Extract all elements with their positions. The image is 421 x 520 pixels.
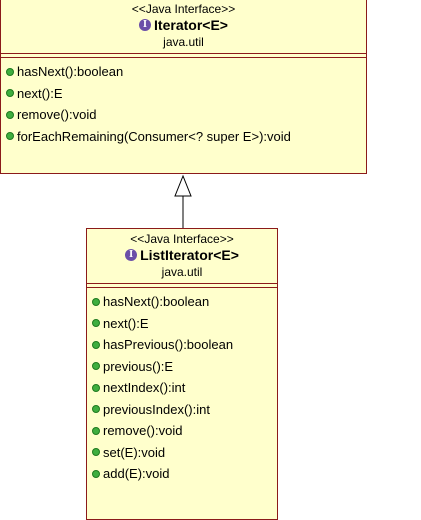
operation-item[interactable]: previousIndex():int xyxy=(92,399,277,421)
operation-label: next():E xyxy=(103,315,149,331)
public-operation-icon xyxy=(92,319,100,328)
operation-item[interactable]: hasPrevious():boolean xyxy=(92,334,277,356)
iterator-package: java.util xyxy=(163,35,204,49)
list-iterator-stereotype: <<Java Interface>> xyxy=(130,232,234,246)
public-operation-icon xyxy=(6,132,14,141)
list-iterator-operations: hasNext():boolean next():E hasPrevious()… xyxy=(87,288,277,485)
iterator-interface-box[interactable]: <<Java Interface>> I Iterator<E> java.ut… xyxy=(0,0,367,174)
operation-label: hasNext():boolean xyxy=(103,294,210,309)
operation-label: set(E):void xyxy=(103,444,166,460)
operation-label: remove():void xyxy=(17,107,97,122)
operation-item[interactable]: hasNext():boolean xyxy=(6,61,366,83)
public-operation-icon xyxy=(92,469,100,478)
operation-label: previous():E xyxy=(103,358,174,374)
iterator-name: Iterator<E> xyxy=(154,17,228,33)
interface-icon: I xyxy=(125,249,138,261)
public-operation-icon xyxy=(92,383,100,392)
iterator-stereotype: <<Java Interface>> xyxy=(131,2,236,16)
public-operation-icon xyxy=(6,110,14,119)
operation-label: nextIndex():int xyxy=(103,380,186,395)
operation-item[interactable]: next():E xyxy=(6,83,366,105)
public-operation-icon xyxy=(92,448,100,457)
list-iterator-package: java.util xyxy=(161,265,203,279)
interface-icon: I xyxy=(139,19,152,31)
list-iterator-attributes-compartment xyxy=(87,283,277,288)
public-operation-icon xyxy=(6,89,14,98)
public-operation-icon xyxy=(92,426,100,435)
public-operation-icon xyxy=(92,405,100,414)
operation-label: hasNext():boolean xyxy=(17,64,124,79)
generalization-arrowhead xyxy=(174,174,192,197)
iterator-attributes-compartment xyxy=(1,53,366,58)
operation-item[interactable]: remove():void xyxy=(92,420,277,442)
public-operation-icon xyxy=(92,362,100,371)
list-iterator-name: ListIterator<E> xyxy=(140,247,239,263)
operation-item[interactable]: forEachRemaining(Consumer<? super E>):vo… xyxy=(6,126,366,148)
operation-item[interactable]: add(E):void xyxy=(92,463,277,485)
operation-item[interactable]: hasNext():boolean xyxy=(92,291,277,313)
operation-label: remove():void xyxy=(103,423,183,438)
operation-label: previousIndex():int xyxy=(103,401,210,417)
operation-item[interactable]: remove():void xyxy=(6,104,366,126)
operation-item[interactable]: nextIndex():int xyxy=(92,377,277,399)
operation-item[interactable]: set(E):void xyxy=(92,442,277,464)
public-operation-icon xyxy=(92,297,100,306)
operation-label: add(E):void xyxy=(103,466,170,481)
public-operation-icon xyxy=(92,340,100,349)
operation-label: hasPrevious():boolean xyxy=(103,337,234,352)
iterator-name-row: I Iterator<E> xyxy=(1,16,366,34)
list-iterator-interface-box[interactable]: <<Java Interface>> I ListIterator<E> jav… xyxy=(86,228,278,520)
operation-label: forEachRemaining(Consumer<? super E>):vo… xyxy=(17,128,291,144)
operation-item[interactable]: next():E xyxy=(92,313,277,335)
public-operation-icon xyxy=(6,67,14,76)
operation-label: next():E xyxy=(17,85,63,101)
list-iterator-header: <<Java Interface>> I ListIterator<E> jav… xyxy=(87,229,277,280)
iterator-operations: hasNext():boolean next():E remove():void… xyxy=(1,58,366,147)
operation-item[interactable]: previous():E xyxy=(92,356,277,378)
iterator-header: <<Java Interface>> I Iterator<E> java.ut… xyxy=(1,0,366,50)
list-iterator-name-row: I ListIterator<E> xyxy=(87,246,277,264)
